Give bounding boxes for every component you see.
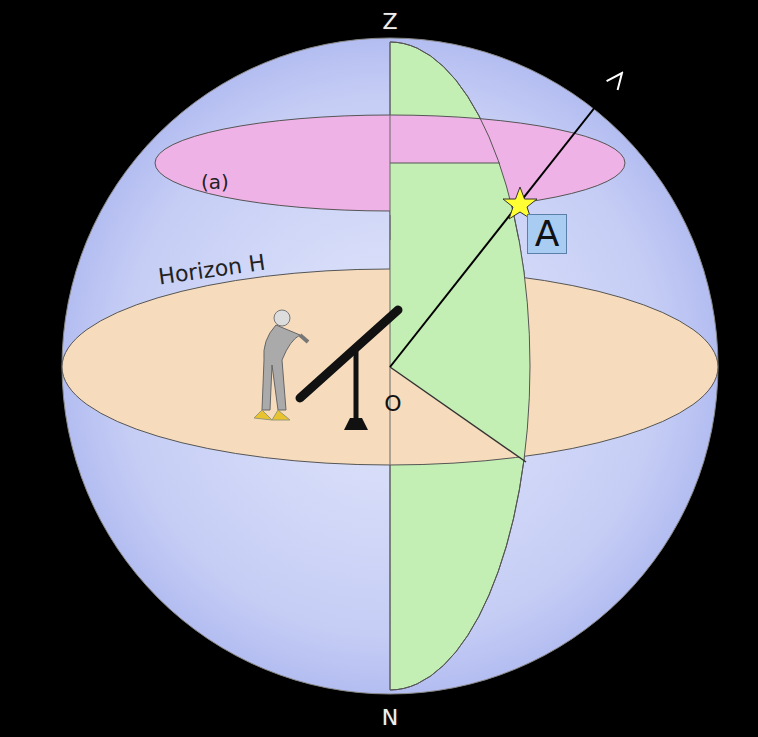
sphere xyxy=(62,38,718,694)
line-of-sight xyxy=(390,73,622,367)
text-label: (a) xyxy=(201,172,229,192)
point-label-box: A xyxy=(527,214,567,254)
vertical-plane-front xyxy=(390,163,590,485)
point-label: A xyxy=(535,216,560,252)
telescope xyxy=(300,310,398,430)
text-label: O xyxy=(384,393,401,415)
text-label: N xyxy=(382,707,398,729)
observer xyxy=(254,310,308,420)
text-label: Z xyxy=(382,11,397,33)
